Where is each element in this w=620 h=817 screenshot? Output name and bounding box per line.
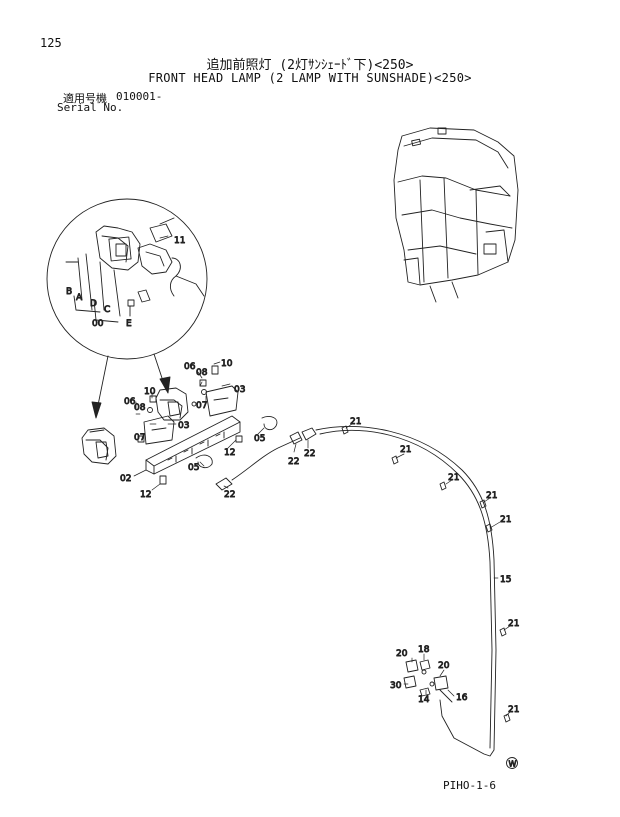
callout-20: 20 bbox=[438, 661, 450, 671]
title-english: FRONT HEAD LAMP (2 LAMP WITH SUNSHADE)<2… bbox=[148, 71, 472, 85]
callout-22: 22 bbox=[288, 457, 299, 467]
callout-14: 14 bbox=[418, 695, 430, 705]
callout-22: 22 bbox=[304, 449, 315, 459]
hardware bbox=[137, 365, 243, 485]
cab-illustration bbox=[393, 127, 519, 303]
callout-08: 08 bbox=[134, 403, 146, 413]
callout-12: 12 bbox=[224, 448, 235, 458]
callout-02: 02 bbox=[120, 474, 131, 484]
serial-number-value: 010001- bbox=[116, 90, 163, 103]
serial-label-japanese: 適用号機 bbox=[63, 92, 107, 105]
left-head-lamp bbox=[81, 427, 117, 465]
callout-05: 05 bbox=[188, 463, 199, 473]
callout-16: 16 bbox=[456, 693, 468, 703]
callout-08: 08 bbox=[196, 368, 208, 378]
callout-00: 00 bbox=[92, 319, 104, 329]
lower-connectors bbox=[403, 659, 453, 703]
callout-B: B bbox=[66, 287, 72, 297]
callout-labels: 11 B A D C 00 E 10 06 08 07 03 10 06 08 … bbox=[66, 236, 520, 716]
callout-07: 07 bbox=[134, 433, 145, 443]
clamps bbox=[195, 415, 278, 469]
callout-15: 15 bbox=[500, 575, 511, 585]
bolts bbox=[341, 425, 511, 723]
callout-D: D bbox=[90, 299, 97, 309]
callout-C: C bbox=[104, 305, 110, 315]
wire-harness bbox=[215, 425, 497, 757]
callout-21: 21 bbox=[486, 491, 497, 501]
leader-lines bbox=[133, 235, 511, 717]
callout-06: 06 bbox=[184, 362, 196, 372]
svg-text:W: W bbox=[509, 760, 517, 769]
callout-07: 07 bbox=[196, 401, 207, 411]
callout-E: E bbox=[126, 319, 132, 329]
callout-21: 21 bbox=[400, 445, 411, 455]
detail-magnifier bbox=[46, 198, 208, 419]
callout-10: 10 bbox=[221, 359, 233, 369]
callout-20: 20 bbox=[396, 649, 408, 659]
callout-12: 12 bbox=[140, 490, 151, 500]
callout-06: 06 bbox=[124, 397, 136, 407]
callout-21: 21 bbox=[508, 619, 519, 629]
callout-11: 11 bbox=[174, 236, 185, 246]
callout-05: 05 bbox=[254, 434, 265, 444]
title-japanese: 追加前照灯 (2灯ｻﾝｼｪｰﾄﾞ下)<250> bbox=[206, 58, 414, 73]
callout-21: 21 bbox=[350, 417, 361, 427]
right-head-lamp bbox=[155, 387, 189, 421]
callout-22: 22 bbox=[224, 490, 235, 500]
callout-A: A bbox=[76, 293, 83, 303]
drawing-code: PIHO-1-6 bbox=[443, 779, 496, 792]
callout-10: 10 bbox=[144, 387, 156, 397]
callout-03: 03 bbox=[178, 421, 189, 431]
callout-18: 18 bbox=[418, 645, 430, 655]
callout-21: 21 bbox=[500, 515, 511, 525]
w-mark: W bbox=[506, 757, 518, 769]
callout-03: 03 bbox=[234, 385, 245, 395]
lamp-brackets bbox=[143, 385, 239, 445]
callout-30: 30 bbox=[390, 681, 402, 691]
page-number: 125 bbox=[40, 36, 62, 50]
callout-21: 21 bbox=[508, 705, 519, 715]
callout-21: 21 bbox=[448, 473, 459, 483]
serial-label-english: Serial No. bbox=[57, 101, 124, 114]
